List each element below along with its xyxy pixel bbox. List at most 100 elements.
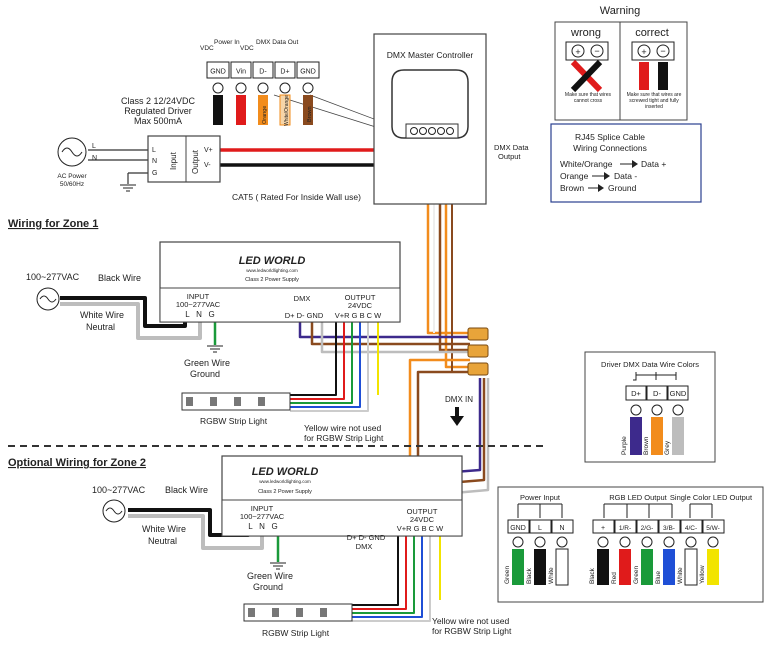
warning-panel: Warning wrong correct + − + − Make sure …: [554, 5, 688, 121]
ground-icon: [120, 184, 136, 192]
zone1-green-wire-2: Ground: [190, 369, 220, 379]
zone2-title: Optional Wiring for Zone 2: [8, 457, 146, 469]
legend-out-wire-yellow: Yellow: [699, 565, 706, 584]
rj45-title-2: Wiring Connections: [573, 143, 647, 153]
driver-line-1: Class 2 12/24VDC: [121, 96, 196, 106]
zone2-white-wire-1: White Wire: [142, 524, 186, 534]
vdc-right-label: VDC: [240, 45, 254, 52]
driver-pin-vplus: V+: [204, 147, 213, 154]
driver-pin-l: L: [152, 147, 156, 154]
terminal-vin: Vin: [236, 69, 246, 76]
vdc-left-label: VDC: [200, 45, 214, 52]
driver-pin-vminus: V-: [204, 162, 211, 169]
driver-output-label: Output: [191, 149, 200, 174]
legend-label-2g: 2/G-: [641, 525, 654, 532]
svg-text:−: −: [660, 46, 665, 56]
legend-label-l: L: [538, 525, 542, 532]
legend-label-3b: 3/B-: [663, 525, 675, 532]
zone2-white-wire-2: Neutral: [148, 536, 177, 546]
driver-line-3: Max 500mA: [134, 116, 182, 126]
zone2-ac-label: 100~277VAC: [92, 485, 146, 495]
zone2-dmx-pins: D+ D- GND: [347, 533, 386, 542]
correct-label: correct: [635, 27, 669, 39]
zone2-yellow-note-2: for RGBW Strip Light: [432, 626, 512, 636]
wire-label-orange: Orange: [262, 106, 268, 124]
splice-connectors: [467, 327, 489, 376]
wrong-note: Make sure that wires cannot cross: [564, 92, 612, 104]
top-terminal-block: VDC Power In VDC DMX Data Out GND Vin D-…: [200, 39, 320, 126]
legend-label-4c: 4/C-: [685, 525, 697, 532]
zone1-white-wire-2: Neutral: [86, 322, 115, 332]
terminal-legend-panel: Power Input RGB LED Output Single Color …: [497, 486, 764, 603]
zone2-dmx-label: DMX: [356, 542, 373, 551]
wire-label-brown: Brown: [307, 106, 313, 122]
zone1-yellow-note-1: Yellow wire not used: [304, 423, 381, 433]
zone1-input-2: 100~277VAC: [176, 300, 221, 309]
zone1-ac-label: 100~277VAC: [26, 272, 80, 282]
dmx-data-output-label-2: Output: [498, 152, 521, 161]
ac-pin-n: N: [92, 155, 97, 162]
dmx-in-arrow-icon: [450, 407, 464, 426]
zone2-output-pins: V+R G B C W: [397, 524, 444, 533]
zone1-output-2: 24VDC: [348, 301, 373, 310]
driver-line-2: Regulated Driver: [124, 106, 192, 116]
driver-label-dplus: D+: [631, 389, 641, 398]
zone2-output-2: 24VDC: [410, 515, 435, 524]
zone1-title: Wiring for Zone 1: [8, 218, 98, 230]
controller-title: DMX Master Controller: [387, 50, 474, 60]
zone1-strip-label: RGBW Strip Light: [200, 416, 268, 426]
zone1-ground-icon: [207, 345, 223, 353]
zone1-output-1: OUTPUT: [345, 293, 376, 302]
driver-wire-colors-panel: Driver DMX Data Wire Colors D+ D- GND Pu…: [584, 351, 716, 463]
dmx-master-controller: DMX Master Controller: [373, 33, 487, 205]
ac-pin-l: L: [92, 143, 96, 150]
driver-colors-title: Driver DMX Data Wire Colors: [601, 360, 699, 369]
zone2-input-2: 100~277VAC: [240, 512, 285, 521]
power-in-label: Power In: [214, 39, 240, 46]
legend-wire-white: White: [548, 567, 555, 584]
zone2-input-pins: L N G: [248, 522, 278, 531]
driver-input-label: Input: [169, 151, 178, 170]
legend-label-gnd: GND: [510, 525, 526, 532]
zone2-yellow-note-1: Yellow wire not used: [432, 616, 509, 626]
zone2-psu-subtitle: Class 2 Power Supply: [258, 489, 312, 495]
driver-label-dminus: D-: [653, 389, 661, 398]
splice-connector-2: [467, 344, 489, 358]
zone1-input-pins: L N G: [185, 310, 215, 319]
warning-title: Warning: [600, 5, 641, 17]
driver-wire-grey: Grey: [664, 440, 671, 455]
zone1-brand: LED WORLD: [239, 255, 306, 267]
zone1-green-wire-1: Green Wire: [184, 358, 230, 368]
zone1-white-wire-1: White Wire: [80, 310, 124, 320]
ac-power-label-2: 50/60Hz: [60, 181, 84, 188]
legend-out-wire-green: Green: [633, 566, 640, 584]
driver-wire-brown: Brown: [643, 436, 650, 455]
legend-label-1r: 1/R-: [619, 525, 631, 532]
ac-source-zone1: [36, 287, 60, 311]
ac-power-label-1: AC Power: [57, 173, 87, 180]
class2-driver: Input Output L N G V+ V-: [147, 135, 221, 183]
wrong-label: wrong: [570, 27, 601, 39]
zone1-power-supply: LED WORLD www.ledworldlighting.com Class…: [159, 241, 401, 323]
dmx-data-output-label-1: DMX Data: [494, 143, 529, 152]
zone1-site: www.ledworldlighting.com: [246, 268, 298, 273]
legend-label-n: N: [559, 525, 564, 532]
rj45-signal-2: Data -: [614, 171, 637, 181]
wires: [60, 94, 490, 622]
legend-out-wire-blue: Blue: [655, 571, 662, 584]
zone1-strip-light: [181, 392, 291, 411]
terminal-gnd-2: GND: [300, 69, 316, 76]
ac-source-top: L N AC Power 50/60Hz: [57, 137, 97, 188]
zone1-input-1: INPUT: [187, 292, 210, 301]
legend-out-wire-white: White: [677, 567, 684, 584]
rj45-wire-1: White/Orange: [560, 159, 613, 169]
cat5-label: CAT5 ( Rated For Inside Wall use): [232, 192, 361, 202]
rj45-panel: RJ45 Splice Cable Wiring Connections Whi…: [550, 123, 702, 203]
legend-wire-black: Black: [526, 567, 533, 584]
zone2-ground-icon: [270, 562, 286, 570]
legend-single-output: Single Color LED Output: [670, 493, 753, 502]
zone2-site: www.ledworldlighting.com: [259, 479, 311, 484]
legend-power-input: Power Input: [520, 493, 561, 502]
legend-out-wire-red: Red: [611, 572, 618, 584]
